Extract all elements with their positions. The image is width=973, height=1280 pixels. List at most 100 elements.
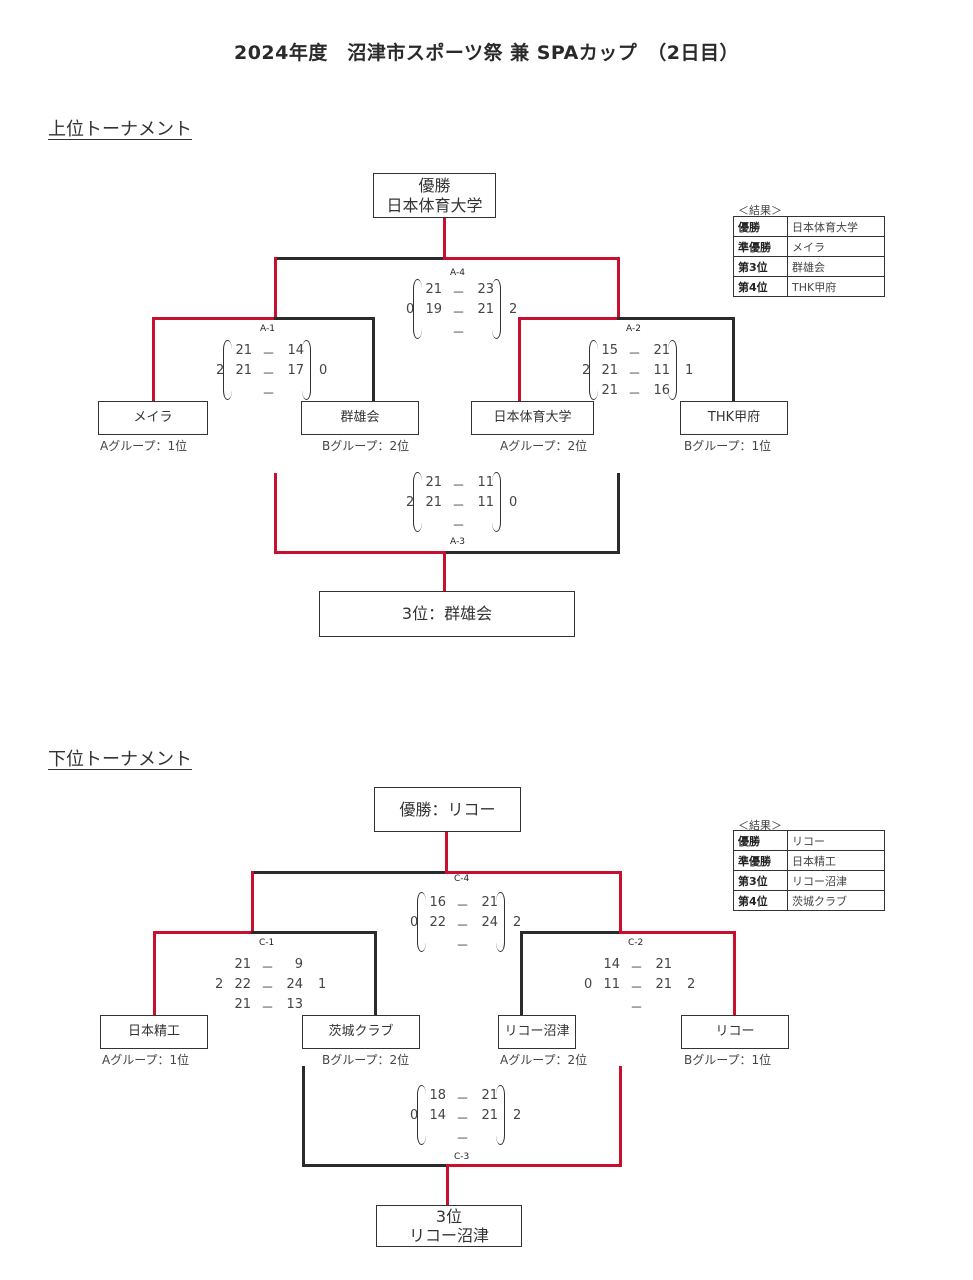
bracket-line bbox=[617, 473, 620, 554]
bracket-line bbox=[152, 317, 277, 320]
team-box: リコー沼津 bbox=[498, 1015, 576, 1049]
bracket-line bbox=[443, 551, 620, 554]
table-row: 優勝リコー bbox=[733, 830, 885, 851]
sets-won-right: 2 bbox=[687, 977, 696, 992]
bracket-line bbox=[274, 473, 277, 554]
bracket-line bbox=[372, 317, 375, 402]
game-score-left: 18 bbox=[429, 1088, 446, 1103]
bracket-line bbox=[443, 551, 446, 592]
team-group: Bグループ：1位 bbox=[684, 439, 772, 453]
sets-won-left: 0 bbox=[410, 915, 419, 930]
game-dash: － bbox=[452, 286, 466, 301]
game-dash: － bbox=[456, 939, 470, 954]
game-score-left: 21 bbox=[234, 957, 251, 972]
sets-won-right: 0 bbox=[319, 363, 328, 378]
team-group: Aグループ：2位 bbox=[500, 1053, 588, 1067]
rank-cell: 準優勝 bbox=[733, 850, 788, 871]
lower-third-box: 3位 リコー沼津 bbox=[376, 1205, 522, 1247]
bracket-paren-left bbox=[223, 340, 232, 400]
bracket-paren-right bbox=[302, 340, 311, 400]
game-score-left: 15 bbox=[601, 343, 618, 358]
rank-cell: 第4位 bbox=[733, 890, 788, 911]
sets-won-right: 0 bbox=[509, 495, 518, 510]
game-score-left: 21 bbox=[235, 363, 252, 378]
game-score-right: 17 bbox=[287, 363, 304, 378]
team-cell: 群雄会 bbox=[787, 256, 885, 277]
game-score-right: 21 bbox=[655, 977, 672, 992]
bracket-line bbox=[733, 931, 736, 1016]
team-cell: THK甲府 bbox=[787, 276, 885, 297]
bracket-line bbox=[443, 257, 620, 260]
bracket-paren-left bbox=[417, 892, 426, 952]
bracket-line bbox=[518, 317, 521, 402]
bracket-line bbox=[619, 1066, 622, 1167]
champion-label: 優勝 bbox=[418, 176, 451, 196]
game-dash: － bbox=[456, 899, 470, 914]
game-score-right: 11 bbox=[477, 495, 494, 510]
game-score-right: 11 bbox=[477, 475, 494, 490]
match-label: C-2 bbox=[628, 938, 644, 948]
table-row: 準優勝メイラ bbox=[733, 236, 885, 257]
game-score-left: 14 bbox=[603, 957, 620, 972]
game-dash: － bbox=[262, 367, 276, 382]
bracket-line bbox=[302, 1066, 305, 1167]
table-row: 第3位リコー沼津 bbox=[733, 870, 885, 891]
game-score-right: 21 bbox=[481, 1088, 498, 1103]
game-dash: － bbox=[452, 479, 466, 494]
game-score-right: 21 bbox=[477, 302, 494, 317]
bracket-line bbox=[518, 317, 620, 320]
sets-won-left: 2 bbox=[216, 363, 225, 378]
team-group: Bグループ：2位 bbox=[322, 439, 410, 453]
game-score-left: 21 bbox=[601, 363, 618, 378]
team-group: Aグループ：1位 bbox=[100, 439, 188, 453]
bracket-line bbox=[732, 317, 735, 402]
bracket-paren-left bbox=[589, 340, 598, 400]
bracket-line bbox=[251, 871, 448, 874]
bracket-paren-right bbox=[492, 279, 501, 339]
match-label: C-3 bbox=[454, 1152, 470, 1162]
game-dash: － bbox=[628, 387, 642, 402]
upper-heading: 上位トーナメント bbox=[48, 119, 192, 140]
game-dash: － bbox=[452, 306, 466, 321]
match-label: C-4 bbox=[454, 874, 470, 884]
game-dash: － bbox=[261, 1001, 275, 1016]
game-dash: － bbox=[261, 961, 275, 976]
table-row: 優勝日本体育大学 bbox=[733, 216, 885, 237]
rank-cell: 第3位 bbox=[733, 870, 788, 891]
results-caption: ＜結果＞ bbox=[738, 819, 782, 832]
bracket-line bbox=[617, 257, 620, 320]
upper-champion-box: 優勝 日本体育大学 bbox=[373, 173, 496, 218]
team-cell: 日本精工 bbox=[787, 850, 885, 871]
bracket-line bbox=[619, 931, 736, 934]
game-dash: － bbox=[262, 347, 276, 362]
game-score-right: 9 bbox=[294, 957, 303, 972]
bracket-line bbox=[152, 317, 155, 402]
game-score-right: 24 bbox=[286, 977, 303, 992]
team-box: 群雄会 bbox=[301, 401, 419, 435]
rank-cell: 準優勝 bbox=[733, 236, 788, 257]
lower-champion-box: 優勝：リコー bbox=[374, 787, 521, 832]
team-box: 日本精工 bbox=[100, 1015, 208, 1049]
sets-won-left: 2 bbox=[582, 363, 591, 378]
team-group: Bグループ：2位 bbox=[322, 1053, 410, 1067]
game-dash: － bbox=[456, 1092, 470, 1107]
bracket-line bbox=[520, 931, 622, 934]
bracket-line bbox=[445, 832, 448, 874]
team-box: 日本体育大学 bbox=[471, 401, 594, 435]
bracket-line bbox=[274, 317, 375, 320]
match-label: A-2 bbox=[626, 324, 641, 334]
game-dash: － bbox=[452, 499, 466, 514]
game-score-right: 21 bbox=[655, 957, 672, 972]
bracket-paren-right bbox=[496, 1085, 505, 1145]
sets-won-left: 0 bbox=[584, 977, 593, 992]
bracket-line bbox=[617, 317, 735, 320]
table-row: 第4位茨城クラブ bbox=[733, 890, 885, 911]
sets-won-right: 1 bbox=[318, 977, 327, 992]
bracket-line bbox=[619, 871, 622, 934]
bracket-line bbox=[251, 871, 254, 934]
game-score-left: 21 bbox=[234, 997, 251, 1012]
game-score-left: 21 bbox=[425, 475, 442, 490]
game-dash: － bbox=[452, 326, 466, 341]
rank-cell: 第4位 bbox=[733, 276, 788, 297]
